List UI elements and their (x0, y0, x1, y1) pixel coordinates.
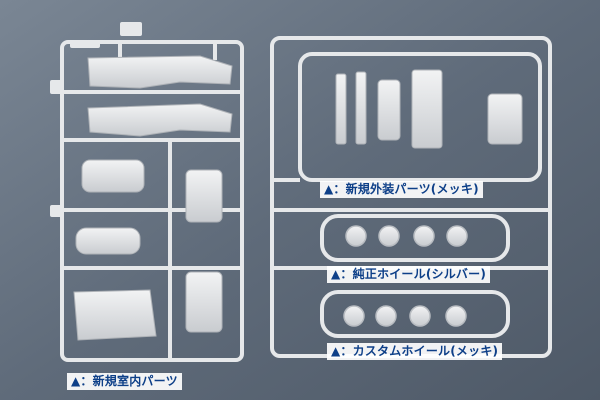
label-interior-parts: ▲：新規室内パーツ (67, 373, 182, 390)
label-exterior-parts: ▲：新規外装パーツ(メッキ) (320, 181, 483, 198)
chrome-exterior-parts (335, 69, 523, 149)
label-custom-wheels: ▲：カスタムホイール(メッキ) (327, 343, 503, 360)
left-sprue-tabs (50, 22, 142, 217)
silver-wheels (345, 225, 468, 247)
left-sprue-frame (60, 40, 244, 362)
label-stock-wheels: ▲：純正ホイール(シルバー) (327, 266, 490, 283)
custom-wheels (343, 305, 467, 327)
interior-parts (73, 55, 233, 341)
